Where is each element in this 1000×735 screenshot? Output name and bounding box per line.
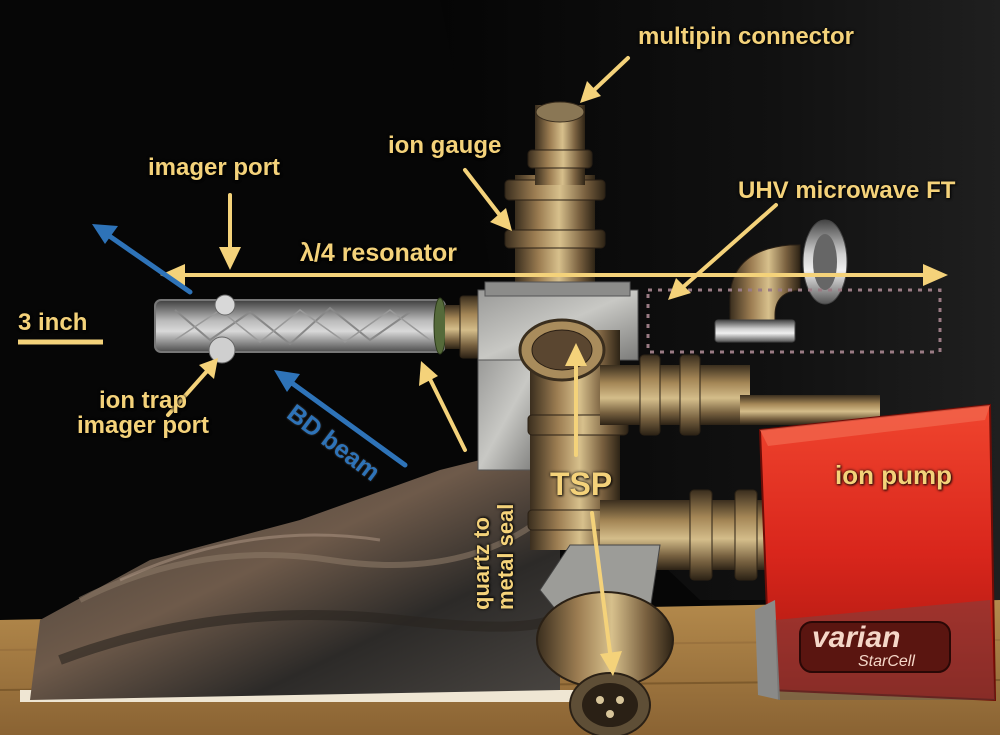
label-resonator: λ/4 resonator — [300, 239, 458, 267]
label-uhv-microwave-ft: UHV microwave FT — [738, 177, 956, 204]
label-ion-pump: ion pump — [835, 460, 952, 490]
label-quartz-line2: metal seal — [493, 503, 519, 610]
label-imager-port: imager port — [148, 154, 281, 181]
label-quartz-to-metal-seal: quartz to metal seal — [469, 503, 519, 610]
resonator-glass-tube — [155, 300, 445, 352]
label-ion-trap-line2: imager port — [76, 412, 210, 440]
label-tsp: TSP — [550, 466, 613, 502]
label-3-inch: 3 inch — [18, 309, 88, 336]
annotation-arrows — [166, 56, 932, 662]
blue-arrows — [102, 230, 408, 468]
annotation-arrowheads — [160, 81, 948, 676]
label-ion-trap-line1: ion trap — [99, 387, 187, 414]
elbow-pipe — [729, 244, 801, 341]
varian-logo-text: varian — [812, 621, 901, 654]
label-multipin-connector: multipin connector — [638, 23, 854, 50]
aluminium-foil — [30, 450, 560, 700]
label-quartz-line1: quartz to — [469, 517, 494, 610]
right-pipe — [600, 365, 750, 425]
starcell-logo-text: StarCell — [858, 653, 915, 670]
label-ion-gauge: ion gauge — [388, 132, 502, 159]
ion-pump — [755, 403, 997, 702]
label-ion-trap-imager-port: ion trap imager port — [58, 387, 228, 440]
microwave-ft-outline — [646, 288, 942, 354]
varian-badge — [799, 621, 951, 673]
